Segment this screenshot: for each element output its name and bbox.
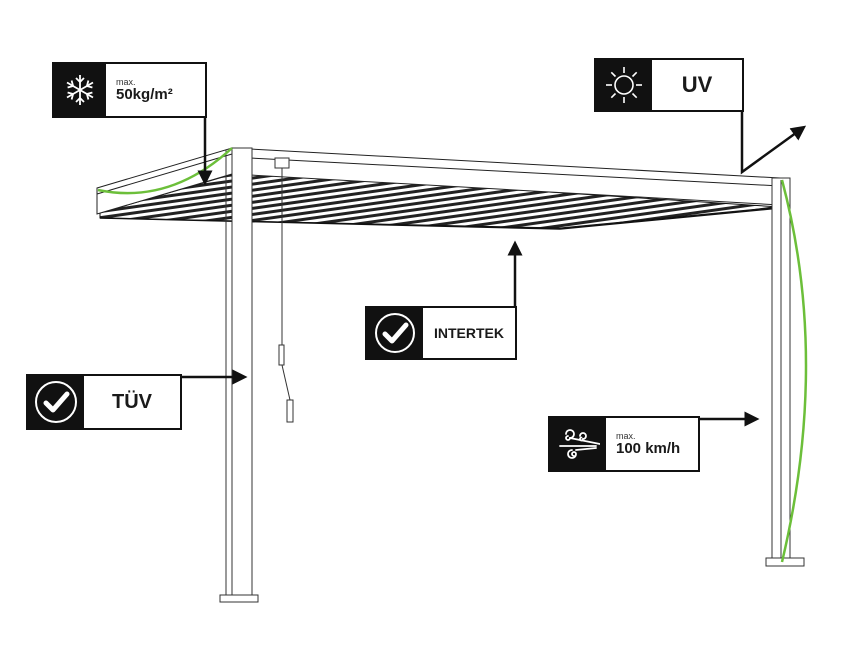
snow-load-callout: max. 50kg/m²: [52, 62, 207, 118]
uv-leader-arrow: [740, 60, 807, 175]
checkmark-circle-icon: [367, 308, 423, 358]
wind-prefix: max.: [616, 430, 636, 441]
uv-callout: UV: [594, 58, 744, 112]
snow-load-value: 50kg/m²: [116, 85, 173, 103]
roof-louvers: [99, 171, 781, 230]
right-post: [765, 177, 805, 567]
crank-handle: [274, 157, 294, 423]
checkmark-circle-icon: [28, 376, 84, 428]
snowflake-icon: [54, 64, 106, 116]
snow-load-prefix: max.: [116, 76, 136, 87]
wind-resistance-callout: max. 100 km/h: [548, 416, 700, 472]
left-post: [219, 147, 259, 603]
roof-deflection-curve: [97, 147, 233, 195]
wind-icon: [550, 418, 606, 470]
uv-label: UV: [681, 72, 713, 97]
post-deflection-curve: [780, 179, 808, 563]
tuv-callout: TÜV: [26, 374, 182, 430]
intertek-label: INTERTEK: [434, 325, 504, 341]
intertek-callout: INTERTEK: [365, 306, 517, 360]
tuv-label: TÜV: [112, 390, 152, 413]
wind-value: 100 km/h: [616, 439, 681, 457]
sun-icon: [596, 60, 652, 110]
